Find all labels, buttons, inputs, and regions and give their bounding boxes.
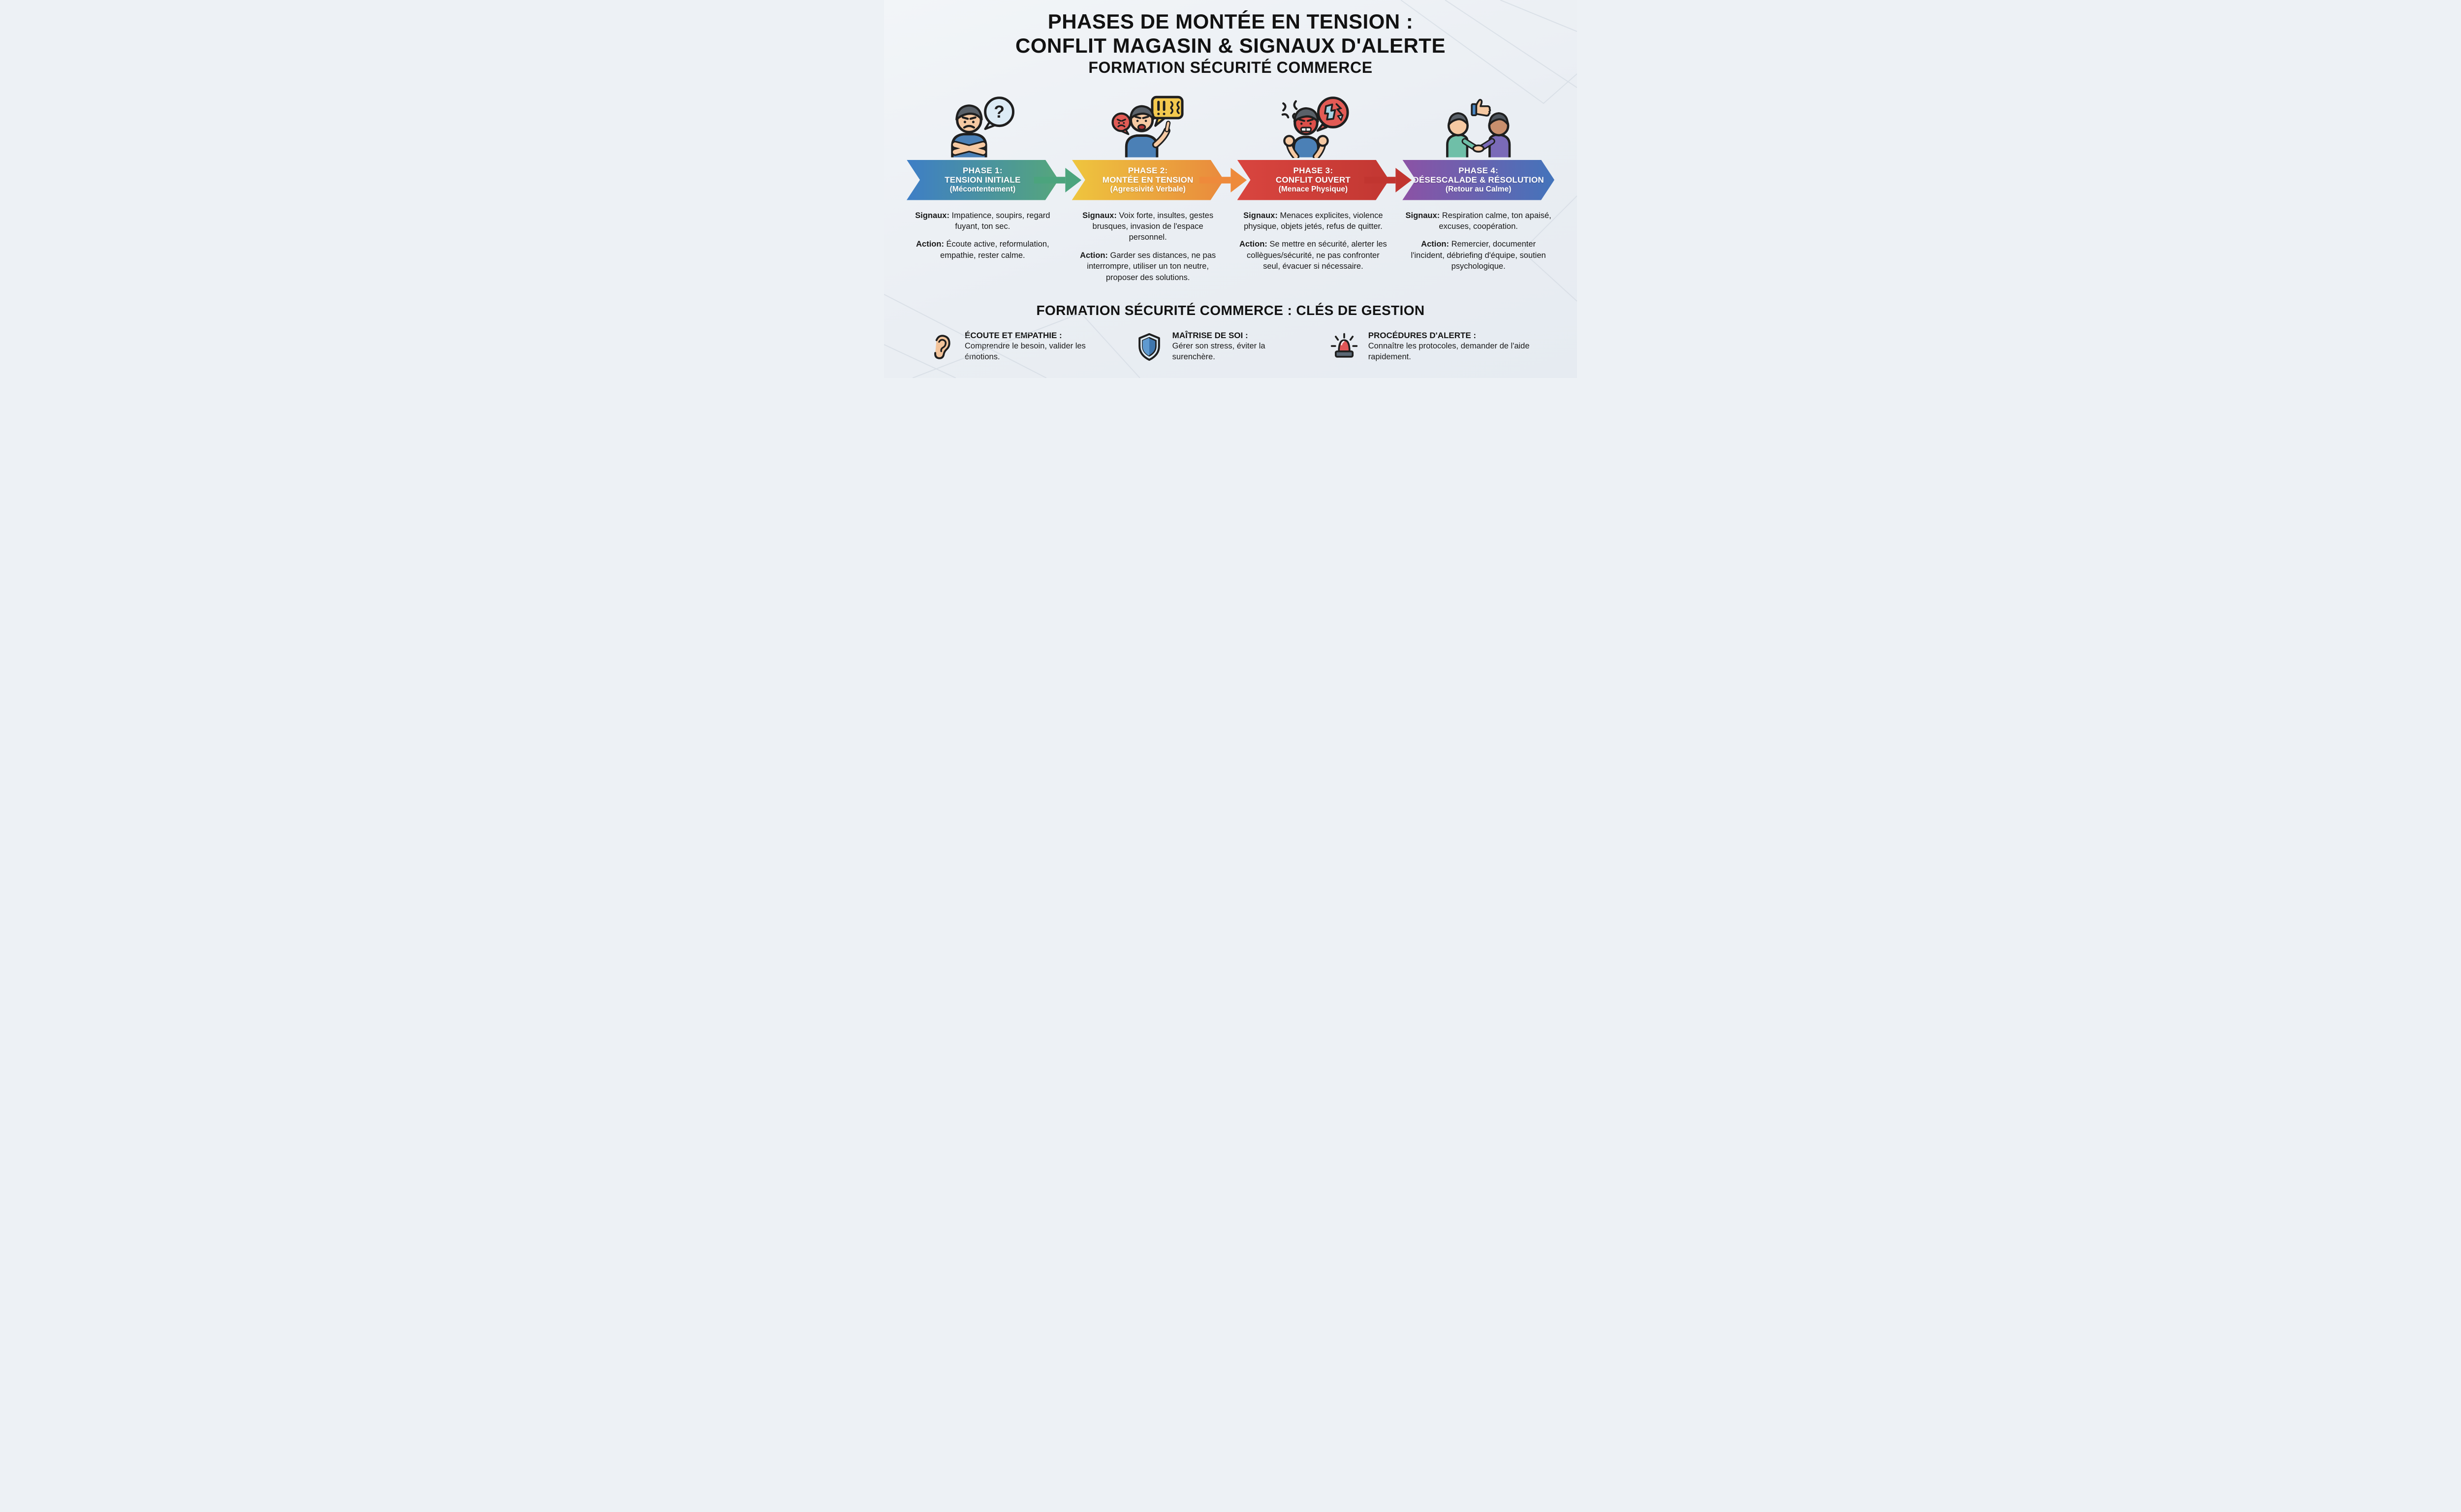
phase-4-title: DÉSESCALADE & RÉSOLUTION (1413, 175, 1544, 185)
phase-3-banner-wrap: PHASE 3: CONFLIT OUVERT (Menace Physique… (1237, 160, 1412, 200)
phase-3-title: CONFLIT OUVERT (1275, 175, 1351, 185)
footer-title: FORMATION SÉCURITÉ COMMERCE : CLÉS DE GE… (1036, 303, 1425, 318)
title-line-3: FORMATION SÉCURITÉ COMMERCE (1088, 59, 1373, 77)
arrow-right-icon (1034, 167, 1081, 192)
phase-1-column: ? (907, 82, 1081, 284)
phase-2-signaux: Signaux: Voix forte, insultes, gestes br… (1082, 211, 1214, 242)
arrow-right-icon (1364, 167, 1412, 192)
phase-2-column: PHASE 2: MONTÉE EN TENSION (Agressivité … (1072, 82, 1247, 284)
phase-2-title: MONTÉE EN TENSION (1102, 175, 1194, 185)
phase-4-subtitle: (Retour au Calme) (1445, 185, 1512, 193)
phase-2-banner-wrap: PHASE 2: MONTÉE EN TENSION (Agressivité … (1072, 160, 1247, 200)
angry-customer-pointing-icon (1111, 93, 1184, 158)
phase-4-label: PHASE 4: (1458, 165, 1499, 175)
footer-items: ÉCOUTE ET EMPATHIE : Comprendre le besoi… (884, 330, 1577, 363)
footer-item-ecoute: ÉCOUTE ET EMPATHIE : Comprendre le besoi… (929, 330, 1113, 363)
phase-2-subtitle: (Agressivité Verbale) (1110, 185, 1186, 193)
title-block: PHASES DE MONTÉE EN TENSION : CONFLIT MA… (884, 0, 1577, 77)
phase-4-banner-wrap: PHASE 4: DÉSESCALADE & RÉSOLUTION (Retou… (1402, 160, 1554, 200)
phase-4-column: PHASE 4: DÉSESCALADE & RÉSOLUTION (Retou… (1402, 82, 1554, 284)
footer-item-procedures-title: PROCÉDURES D'ALERTE : (1368, 331, 1477, 341)
phase-3-label: PHASE 3: (1293, 165, 1333, 175)
phases-flow: ? (884, 82, 1577, 284)
furious-customer-icon (1276, 93, 1350, 158)
footer-item-procedures: PROCÉDURES D'ALERTE : Connaître les prot… (1330, 330, 1532, 363)
footer-item-maitrise: MAÎTRISE DE SOI : Gérer son stress, évit… (1136, 330, 1307, 363)
infographic: PHASES DE MONTÉE EN TENSION : CONFLIT MA… (884, 0, 1577, 378)
phase-2-banner: PHASE 2: MONTÉE EN TENSION (Agressivité … (1072, 160, 1224, 200)
phase-1-label: PHASE 1: (962, 165, 1003, 175)
phase-3-column: PHASE 3: CONFLIT OUVERT (Menace Physique… (1237, 82, 1412, 284)
phase-1-banner-wrap: PHASE 1: TENSION INITIALE (Mécontentemen… (907, 160, 1081, 200)
title-line-2: CONFLIT MAGASIN & SIGNAUX D'ALERTE (1015, 33, 1446, 57)
siren-icon (1330, 331, 1358, 361)
phase-2-details: Signaux: Voix forte, insultes, gestes br… (1072, 210, 1224, 284)
title-line-1: PHASES DE MONTÉE EN TENSION : (1047, 10, 1414, 33)
footer-item-procedures-text: Connaître les protocoles, demander de l'… (1368, 342, 1530, 362)
phase-3-signaux: Signaux: Menaces explicites, violence ph… (1243, 211, 1383, 231)
phase-1-details: Signaux: Impatience, soupirs, regard fuy… (907, 210, 1059, 261)
phase-3-details: Signaux: Menaces explicites, violence ph… (1237, 210, 1389, 272)
phase-3-subtitle: (Menace Physique) (1278, 185, 1348, 193)
handshake-icon (1442, 93, 1515, 158)
phase-3-banner: PHASE 3: CONFLIT OUVERT (Menace Physique… (1237, 160, 1389, 200)
svg-text:?: ? (994, 102, 1005, 122)
footer-item-ecoute-title: ÉCOUTE ET EMPATHIE : (965, 331, 1062, 341)
phase-4-banner: PHASE 4: DÉSESCALADE & RÉSOLUTION (Retou… (1402, 160, 1554, 200)
upset-customer-icon: ? (946, 93, 1019, 158)
phase-1-title: TENSION INITIALE (945, 175, 1021, 185)
phase-1-action: Action: Écoute active, reformulation, em… (916, 240, 1049, 260)
phase-4-signaux: Signaux: Respiration calme, ton apaisé, … (1405, 211, 1551, 231)
phase-4-details: Signaux: Respiration calme, ton apaisé, … (1402, 210, 1554, 272)
footer-item-ecoute-text: Comprendre le besoin, valider les émotio… (965, 342, 1086, 362)
phase-1-signaux: Signaux: Impatience, soupirs, regard fuy… (915, 211, 1050, 231)
phase-1-banner: PHASE 1: TENSION INITIALE (Mécontentemen… (907, 160, 1059, 200)
shield-icon (1136, 331, 1163, 363)
phase-1-subtitle: (Mécontentement) (949, 185, 1016, 193)
phase-2-action: Action: Garder ses distances, ne pas int… (1080, 251, 1216, 282)
phase-2-label: PHASE 2: (1128, 165, 1168, 175)
footer-item-maitrise-title: MAÎTRISE DE SOI : (1172, 331, 1248, 341)
ear-icon (929, 331, 955, 363)
phase-4-action: Action: Remercier, documenter l'incident… (1411, 240, 1546, 271)
arrow-right-icon (1199, 167, 1247, 192)
footer-item-maitrise-text: Gérer son stress, éviter la surenchère. (1172, 342, 1265, 362)
phase-3-action: Action: Se mettre en sécurité, alerter l… (1239, 240, 1387, 271)
